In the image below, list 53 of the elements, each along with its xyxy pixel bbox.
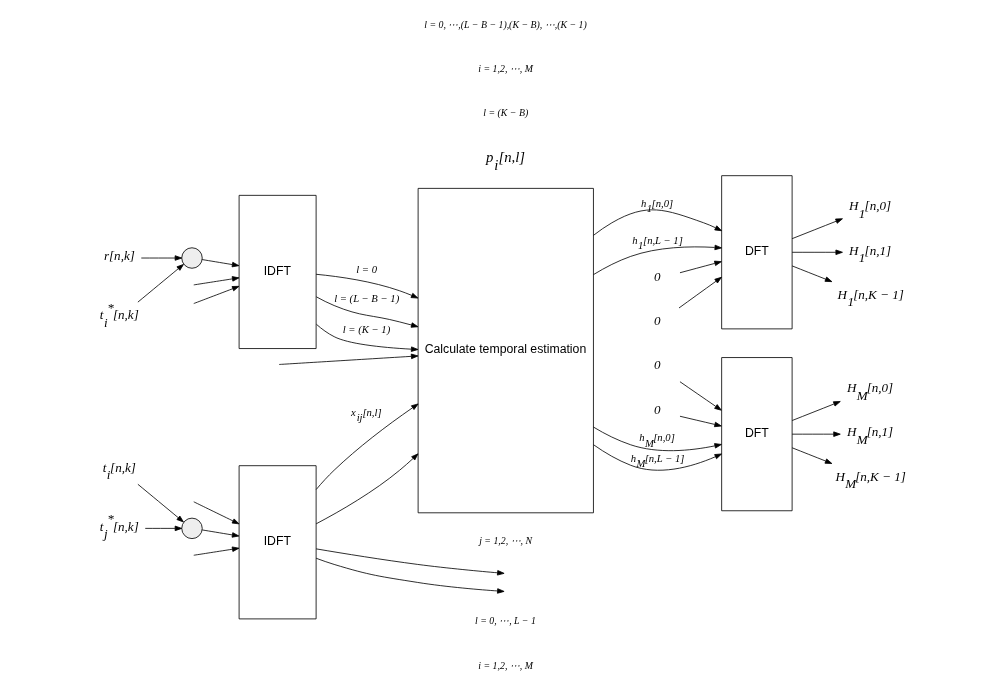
arrow — [193, 285, 240, 304]
label: j = 1,2, ⋯, N — [479, 535, 533, 547]
node-box: Calculate temporal estimation — [417, 187, 594, 514]
node-circle — [181, 247, 203, 269]
label: l = 0, ⋯, L − 1 — [475, 615, 536, 627]
arrow — [140, 255, 183, 261]
node-text: r[n,k] — [103, 248, 135, 264]
label: l = 0, ⋯,(L − B − 1),(K − B), ⋯,(K − 1) — [424, 18, 587, 30]
node-text: 0 — [654, 268, 661, 284]
arrow — [137, 264, 184, 303]
arrow — [679, 381, 722, 411]
arrow — [679, 415, 722, 428]
edge-label: l = (L − B − 1) — [334, 292, 400, 304]
edge-label: l = (K − 1) — [342, 323, 391, 335]
arrow — [679, 260, 722, 274]
arrow — [201, 529, 240, 538]
arrow — [678, 276, 722, 309]
arrow — [144, 525, 183, 532]
node-text: 0 — [654, 357, 661, 373]
arrow — [315, 296, 419, 328]
node-box: IDFT — [238, 465, 317, 620]
arrow — [791, 265, 833, 283]
arrow — [593, 444, 722, 471]
arrow — [193, 501, 240, 525]
arrow — [315, 557, 505, 594]
arrow — [791, 431, 841, 437]
node-circle — [181, 517, 203, 540]
arrow — [137, 483, 184, 523]
arrow — [791, 218, 843, 240]
arrow — [791, 447, 833, 464]
arrow — [278, 353, 419, 365]
arrow — [315, 548, 505, 576]
arrow — [593, 426, 722, 452]
arrow — [201, 259, 240, 268]
arrow — [315, 453, 419, 525]
node-text: 0 — [654, 401, 661, 417]
node-text: 0 — [654, 313, 661, 329]
arrow — [316, 323, 419, 352]
arrow — [315, 403, 419, 490]
node-box: IDFT — [238, 194, 317, 349]
label: i = 1,2, ⋯, M — [478, 659, 533, 671]
label: l = (K − B) — [483, 107, 529, 119]
edge-label: l = 0 — [356, 264, 378, 276]
arrow — [791, 249, 843, 255]
arrow — [193, 546, 240, 556]
arrow — [593, 209, 722, 236]
arrow — [193, 276, 240, 286]
label: i = 1,2, ⋯, M — [478, 63, 533, 75]
arrow — [593, 244, 722, 275]
arrow — [791, 401, 841, 421]
node-box: DFT — [721, 175, 793, 330]
arrow — [315, 273, 419, 299]
node-box: DFT — [721, 357, 793, 512]
